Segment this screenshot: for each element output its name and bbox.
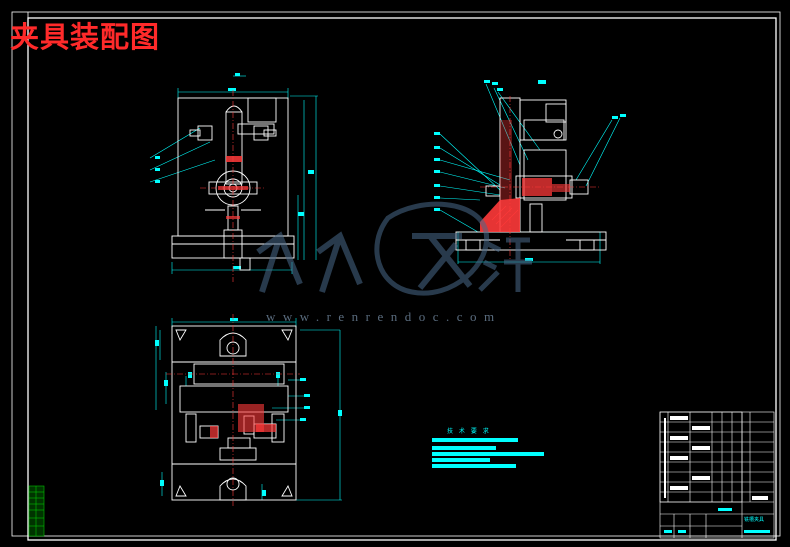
title-block <box>659 411 775 539</box>
title-block-cyan <box>664 508 770 533</box>
watermark-logo <box>256 201 532 296</box>
technical-requirements-notes <box>432 438 544 468</box>
left-edge-table <box>28 485 45 537</box>
side-view <box>434 80 626 264</box>
drawing-title: 夹具装配图 <box>10 20 161 54</box>
title-block-name: 铣槽夹具 <box>744 517 765 523</box>
watermark-url: www.renrendoc.com <box>266 309 502 324</box>
top-view <box>155 314 342 506</box>
front-view <box>149 73 318 282</box>
title-block-fill <box>664 416 768 500</box>
technical-requirements-title: 技 术 要 求 <box>447 428 491 435</box>
sheet-frame <box>11 11 781 541</box>
